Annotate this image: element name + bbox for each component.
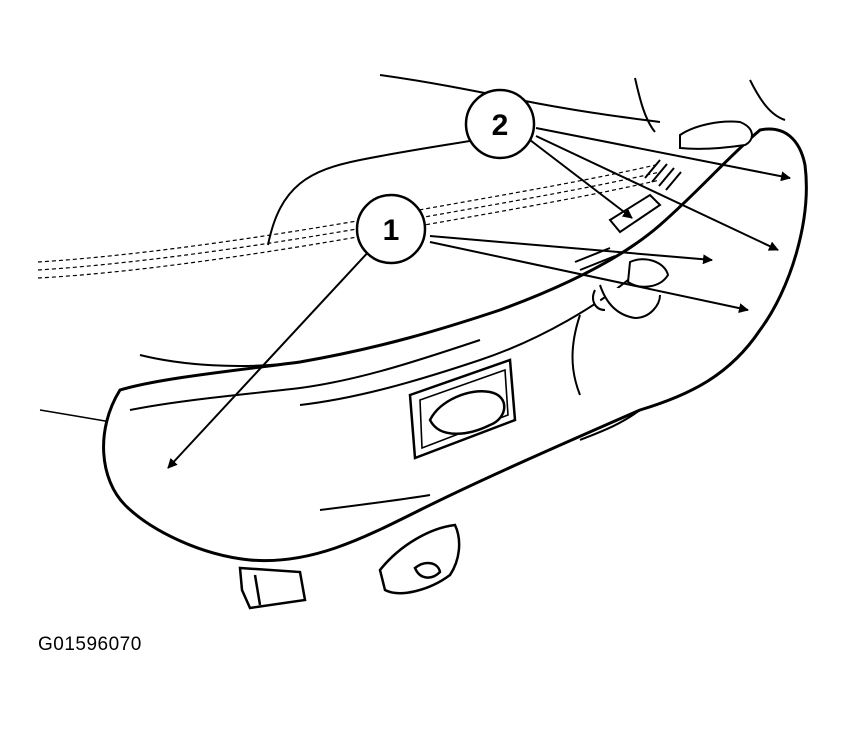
cushion-seam-lines (37, 163, 661, 279)
callout-2-label: 2 (492, 109, 509, 142)
arrow-2-c (535, 135, 779, 251)
side-shield-panel (102, 127, 808, 563)
arrow-1-b (429, 235, 713, 265)
seat-track-brackets (238, 523, 461, 610)
arrow-1-a (167, 247, 373, 469)
callout-arrows (167, 127, 791, 469)
figure-id: G01596070 (38, 634, 142, 655)
arrow-1-c (429, 241, 749, 314)
arrow-2-a (535, 127, 791, 182)
arrow-2-b (529, 139, 633, 219)
callout-1: 1 (355, 193, 427, 265)
switch-recess (408, 358, 517, 460)
callout-1-label: 1 (383, 214, 400, 247)
fastener-clips (592, 120, 753, 320)
callout-2: 2 (464, 88, 536, 160)
